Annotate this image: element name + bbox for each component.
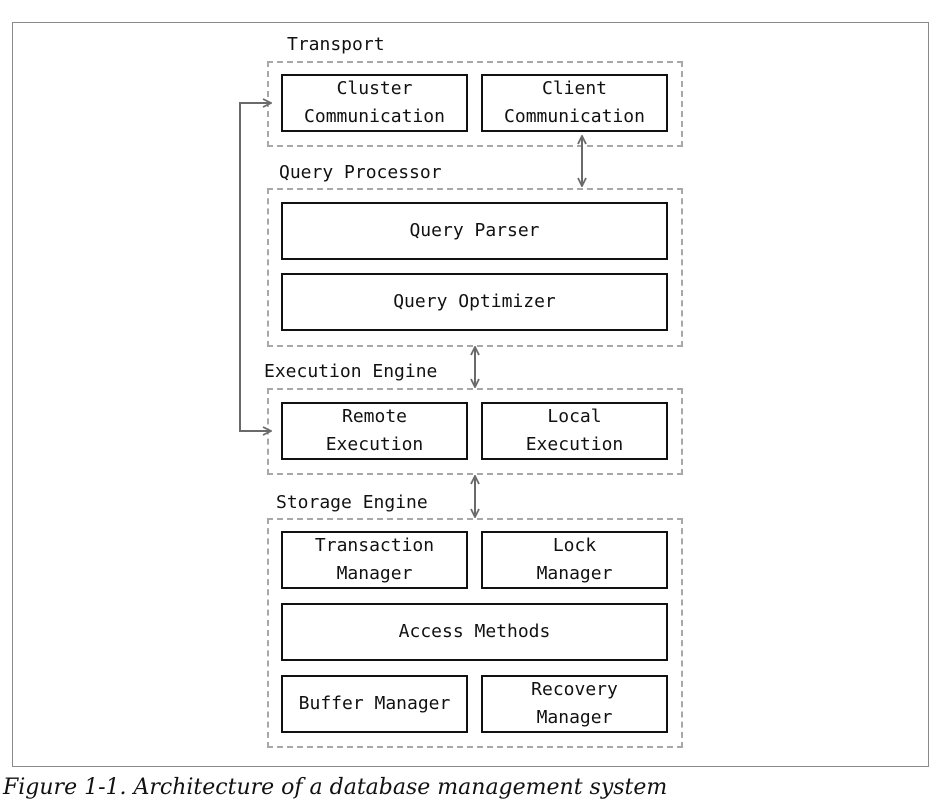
recovery-manager-box: Recovery Manager — [481, 675, 668, 733]
lock-manager-line-1: Lock — [552, 535, 597, 556]
lock-manager-box: Lock Manager — [481, 531, 668, 589]
access-methods-line-1: Access Methods — [398, 621, 551, 642]
client-communication-line-1: Client — [541, 78, 608, 99]
query-parser-box: Query Parser — [281, 202, 668, 260]
transaction-manager-line-2: Manager — [336, 563, 413, 584]
buffer-manager-box: Buffer Manager — [281, 675, 468, 733]
figure-caption: Figure 1-1. Architecture of a database m… — [3, 775, 668, 800]
client-communication-box: Client Communication — [481, 74, 668, 132]
recovery-manager-line-2: Manager — [536, 707, 613, 728]
query-optimizer-box: Query Optimizer — [281, 273, 668, 331]
storage-engine-group — [267, 518, 683, 748]
transport-label: Transport — [287, 34, 385, 55]
storage-engine-label: Storage Engine — [276, 492, 428, 513]
remote-execution-line-1: Remote — [341, 406, 408, 427]
query-optimizer-line-1: Query Optimizer — [393, 291, 556, 312]
query-parser-line-1: Query Parser — [409, 220, 540, 241]
buffer-manager-line-1: Buffer Manager — [298, 693, 451, 714]
local-execution-box: Local Execution — [481, 402, 668, 460]
figure-frame — [12, 22, 929, 767]
query-processor-label: Query Processor — [279, 162, 442, 183]
cluster-communication-line-2: Communication — [304, 106, 445, 127]
access-methods-box: Access Methods — [281, 603, 668, 661]
recovery-manager-line-1: Recovery — [531, 679, 618, 700]
client-communication-line-2: Communication — [504, 106, 645, 127]
remote-execution-box: Remote Execution — [281, 402, 468, 460]
lock-manager-line-2: Manager — [536, 563, 613, 584]
local-execution-line-2: Execution — [525, 434, 624, 455]
cluster-communication-line-1: Cluster — [336, 78, 413, 99]
transaction-manager-line-1: Transaction — [314, 535, 435, 556]
execution-engine-label: Execution Engine — [264, 361, 438, 382]
remote-execution-line-2: Execution — [325, 434, 424, 455]
local-execution-line-1: Local — [547, 406, 602, 427]
transaction-manager-box: Transaction Manager — [281, 531, 468, 589]
cluster-communication-box: Cluster Communication — [281, 74, 468, 132]
